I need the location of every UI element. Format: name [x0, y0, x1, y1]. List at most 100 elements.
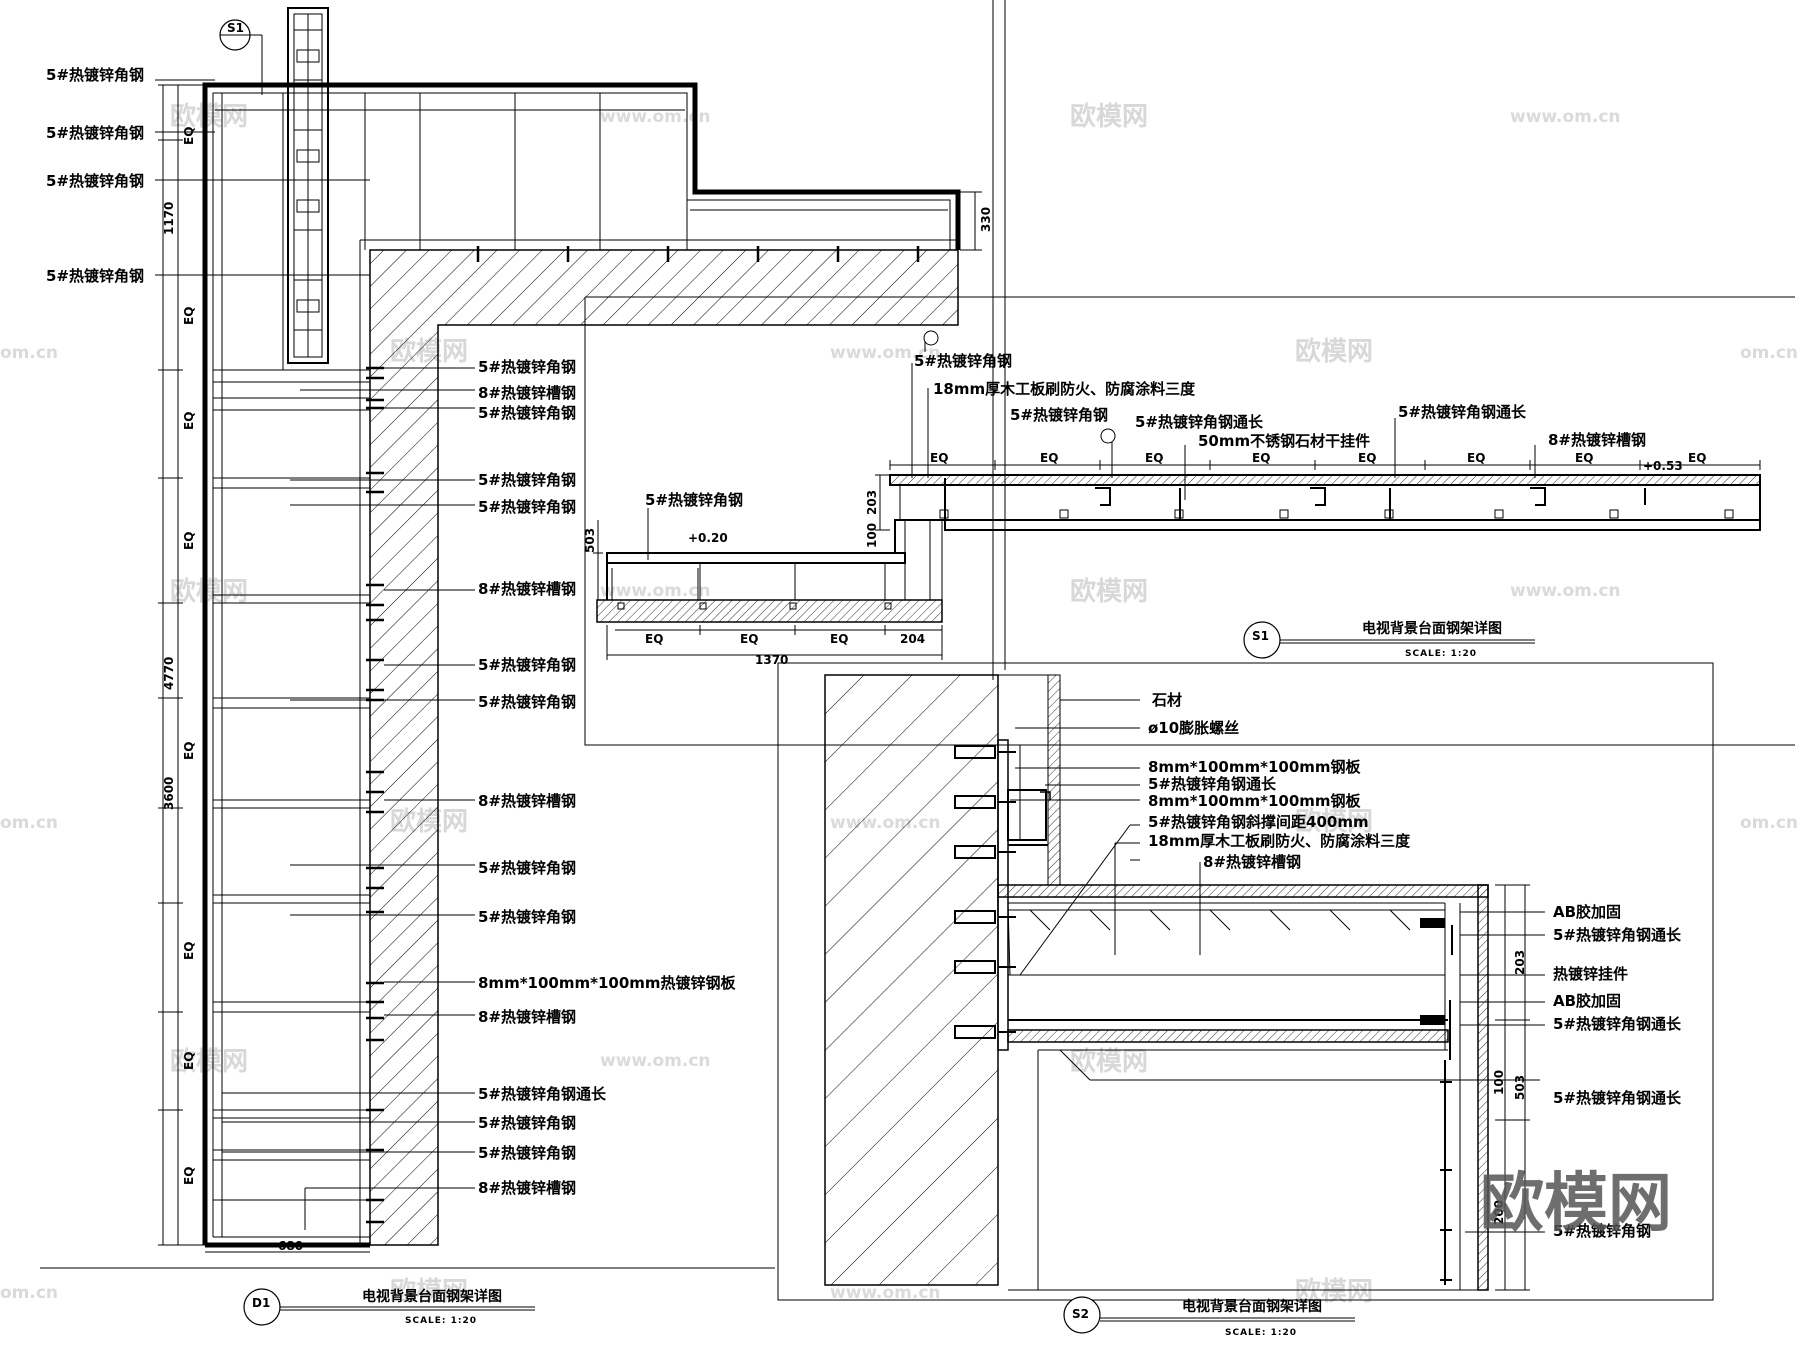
dim-label: 203: [865, 490, 879, 515]
d1-tag: D1: [252, 1296, 270, 1310]
watermark-url: www.om.cn: [600, 581, 711, 601]
s2-title: 电视背景台面钢架详图: [1182, 1298, 1322, 1315]
s2-label: 18mm厚木工板刷防火、防腐涂料三度: [1148, 832, 1411, 850]
s2-label: 5#热镀锌角钢: [1553, 1222, 1651, 1240]
d1-label-angle-steel: 5#热镀锌角钢: [46, 66, 144, 84]
dim-label: 1370: [755, 653, 788, 667]
watermark-url: www.om.cn: [600, 107, 711, 127]
dim-label: EQ: [182, 412, 196, 430]
d1-label-angle-steel: 5#热镀锌角钢: [46, 267, 144, 285]
level-label: +0.20: [688, 531, 728, 545]
watermark-url: www.om.cn: [830, 1283, 941, 1303]
s1-scale: SCALE: 1:20: [1405, 649, 1477, 659]
watermark-url: om.cn: [0, 1283, 58, 1303]
detail-marker-icon: [1100, 428, 1116, 444]
s2-label: AB胶加固: [1553, 992, 1621, 1010]
drawing-s1: EQ EQ EQ EQ EQ EQ EQ EQ EQ EQ EQ 203 100…: [583, 330, 1761, 667]
d1-label: 5#热镀锌角钢: [478, 1144, 576, 1162]
s1-bolt-marks: [617, 509, 1734, 610]
eq-label: EQ: [1688, 451, 1706, 465]
dim-label: EQ: [182, 307, 196, 325]
d1-left-leaders: [155, 79, 270, 276]
s1-title: 电视背景台面钢架详图: [1362, 620, 1502, 637]
d1-label: 8mm*100mm*100mm热镀锌钢板: [478, 974, 737, 992]
watermark-url: www.om.cn: [1510, 107, 1621, 127]
dim-label: 3600: [162, 777, 176, 810]
watermark-brand: 欧模网: [1070, 101, 1148, 132]
dim-label: 503: [583, 528, 597, 553]
eq-label: EQ: [1358, 451, 1376, 465]
s1-label: 8#热镀锌槽钢: [1548, 431, 1646, 449]
d1-title-block: D1 电视背景台面钢架详图 SCALE: 1:20: [243, 1288, 535, 1326]
dim-label: 330: [979, 207, 993, 232]
d1-label: 5#热镀锌角钢: [478, 498, 576, 516]
drawing-s2: 203 100 503 200 石材 ø10膨胀螺丝 8mm*100mm*100…: [824, 674, 1682, 1338]
dim-label: 203: [1513, 950, 1527, 975]
eq-label: EQ: [645, 632, 663, 646]
dim-label: 1170: [162, 202, 176, 235]
watermark-url: om.cn: [1740, 813, 1798, 833]
watermark-brand: 欧模网: [390, 1276, 468, 1307]
s1-dims: [593, 460, 1761, 660]
s2-right-clips: [1440, 1060, 1452, 1285]
d1-label-angle-steel: 5#热镀锌角钢: [46, 124, 144, 142]
dim-label: EQ: [182, 1167, 196, 1185]
s1-hangers: [1095, 487, 1646, 520]
eq-label: EQ: [1040, 451, 1058, 465]
s1-label: 5#热镀锌角钢: [1010, 406, 1108, 424]
watermark-logo: 欧模网: [1480, 1167, 1672, 1241]
dim-label: 4770: [162, 657, 176, 690]
watermark-url: om.cn: [1740, 343, 1798, 363]
watermark-brand: 欧模网: [1295, 336, 1373, 367]
s2-label: ø10膨胀螺丝: [1148, 719, 1239, 737]
d1-section-ladder: [287, 7, 329, 364]
d1-scale: SCALE: 1:20: [405, 1316, 477, 1326]
d1-concrete-wall: [359, 239, 959, 1246]
eq-label: EQ: [1145, 451, 1163, 465]
d1-label-angle-steel: 5#热镀锌角钢: [46, 172, 144, 190]
s2-concrete: [824, 674, 999, 1286]
s2-scale: SCALE: 1:20: [1225, 1328, 1297, 1338]
d1-label: 5#热镀锌角钢: [478, 404, 576, 422]
dim-label: 100: [1492, 1070, 1506, 1095]
s2-label: 8mm*100mm*100mm钢板: [1148, 792, 1362, 810]
watermark-url: om.cn: [0, 343, 58, 363]
s1-label: 5#热镀锌角钢通长: [1135, 413, 1264, 431]
s2-label: 5#热镀锌角钢通长: [1148, 775, 1277, 793]
d1-label: 8#热镀锌槽钢: [478, 580, 576, 598]
s1-label: 5#热镀锌角钢: [645, 491, 743, 509]
dim-label: EQ: [182, 1052, 196, 1070]
s2-upper-counter: [997, 884, 1489, 1291]
dim-label: EQ: [182, 742, 196, 760]
d1-label: 5#热镀锌角钢: [478, 908, 576, 926]
s1-label: 18mm厚木工板刷防火、防腐涂料三度: [933, 380, 1196, 398]
dim-label: EQ: [182, 942, 196, 960]
s2-label: 5#热镀锌角钢通长: [1553, 926, 1682, 944]
d1-label: 5#热镀锌角钢: [478, 471, 576, 489]
s2-label: AB胶加固: [1553, 903, 1621, 921]
dim-label: 200: [1492, 1200, 1506, 1225]
d1-frame: [202, 82, 961, 1248]
watermark-brand: 欧模网: [170, 1046, 248, 1077]
eq-label: EQ: [740, 632, 758, 646]
dim-label: EQ: [182, 127, 196, 145]
watermark-url: www.om.cn: [830, 343, 941, 363]
s2-label: 热镀锌挂件: [1553, 965, 1628, 983]
eq-label: EQ: [1467, 451, 1485, 465]
dim-label: 680: [278, 1239, 303, 1253]
s1-label: 50mm不锈钢石材干挂件: [1198, 432, 1370, 450]
d1-label: 5#热镀锌角钢: [478, 859, 576, 877]
d1-section-marker: S1: [219, 19, 263, 95]
d1-right-leaders: [222, 367, 475, 1230]
s2-tag: S2: [1072, 1307, 1089, 1321]
d1-dimension-chain: [158, 84, 982, 1253]
s2-right-leaders: [1460, 911, 1545, 1233]
watermark-brand: 欧模网: [1295, 806, 1373, 837]
watermark-url: www.om.cn: [600, 1051, 711, 1071]
watermark-brand: 欧模网: [170, 576, 248, 607]
d1-label: 8#热镀锌槽钢: [478, 792, 576, 810]
s2-title-block: S2 电视背景台面钢架详图 SCALE: 1:20: [1063, 1296, 1355, 1338]
watermark-brand: 欧模网: [1070, 1046, 1148, 1077]
watermark-brand: 欧模网: [1295, 1276, 1373, 1307]
d1-label: 5#热镀锌角钢通长: [478, 1085, 607, 1103]
